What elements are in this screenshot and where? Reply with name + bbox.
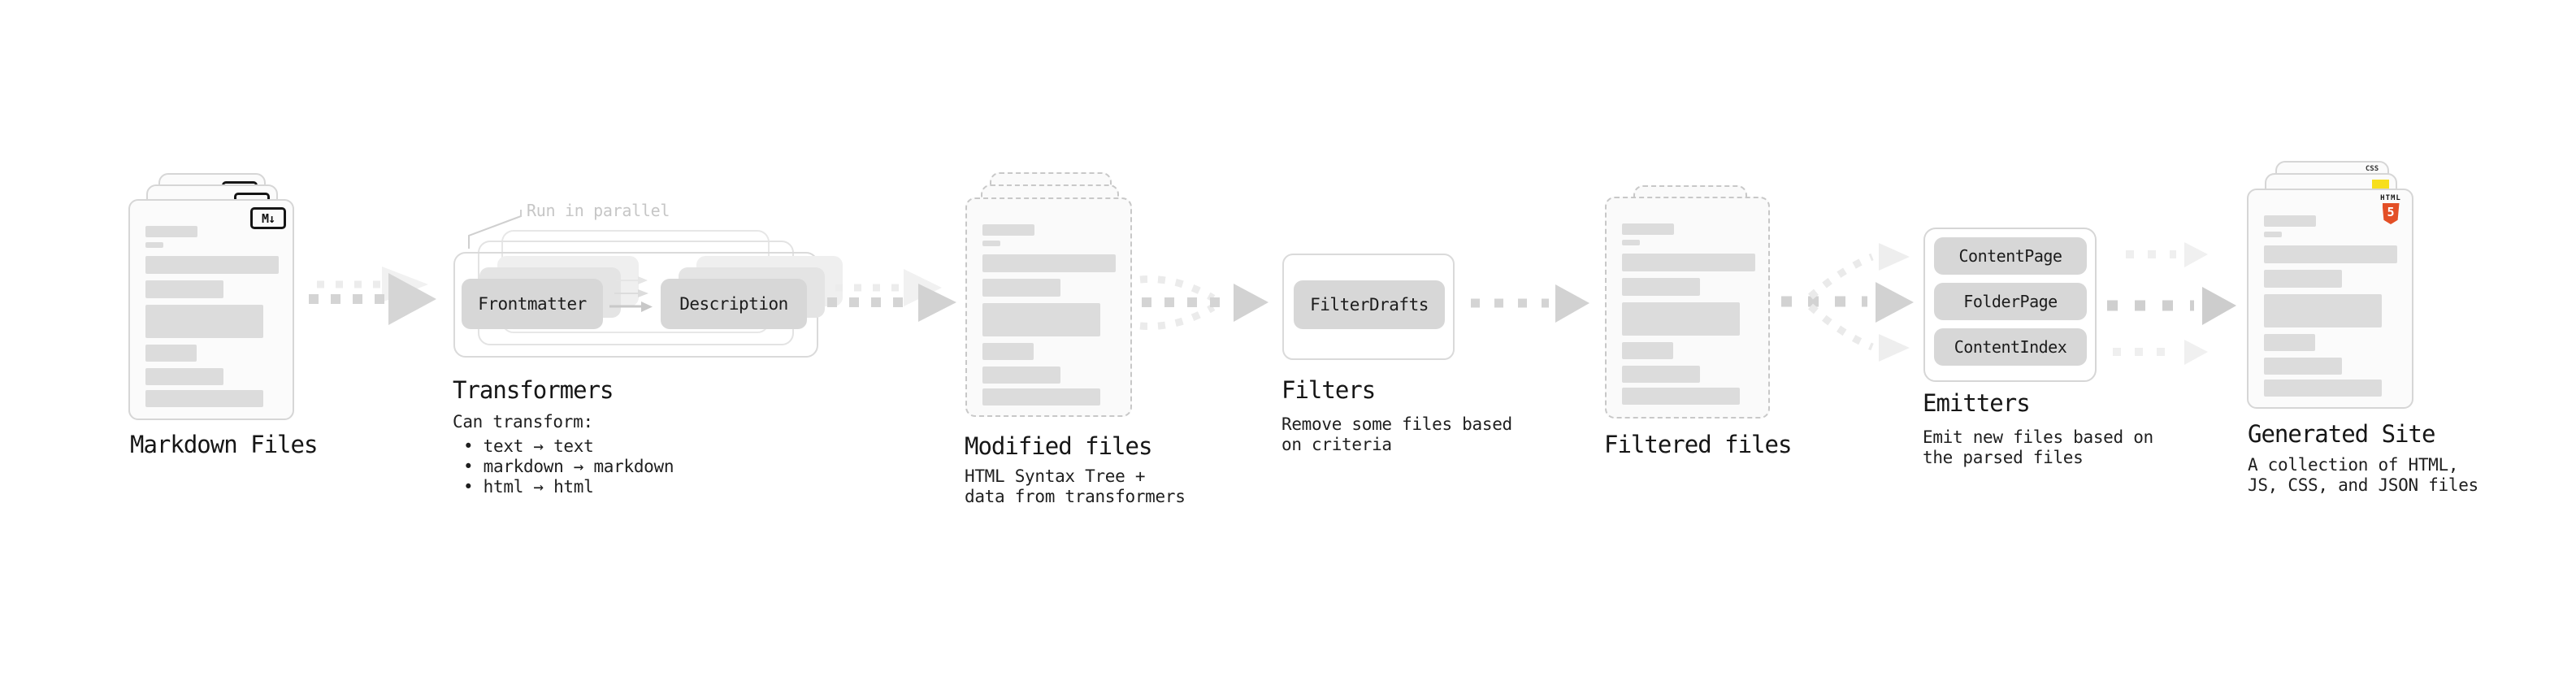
run-in-parallel-note: Run in parallel — [527, 201, 670, 220]
transformer-chip-description: Description — [661, 279, 807, 329]
generated-site-description: A collection of HTML, JS, CSS, and JSON … — [2248, 455, 2478, 495]
markdown-icon: M↓ — [250, 207, 286, 229]
transformer-chip-frontmatter: Frontmatter — [462, 279, 603, 329]
stage-label-generated-site: Generated Site — [2248, 420, 2435, 448]
filters-description: Remove some files based on criteria — [1281, 414, 1512, 454]
arrow-filtered-to-emitters-fanout — [1781, 243, 1914, 362]
javascript-icon — [2372, 180, 2389, 189]
emitter-chip-contentpage: ContentPage — [1934, 237, 2087, 275]
arrow-emitters-to-site-bottom — [2113, 340, 2208, 365]
arrow-markdown-to-transformers — [309, 267, 436, 325]
filter-chip-filterdrafts: FilterDrafts — [1294, 280, 1445, 329]
html5-icon: HTML 5 — [2380, 195, 2401, 224]
stage-label-filters: Filters — [1281, 376, 1376, 404]
text-line-placeholders — [982, 224, 1122, 407]
emitters-description: Emit new files based on the parsed files — [1923, 427, 2153, 467]
arrow-emitters-to-site-top — [2126, 242, 2208, 267]
emitter-chip-folderpage: FolderPage — [1934, 283, 2087, 320]
file-card-front: M↓ — [128, 199, 294, 420]
arrow-transformers-to-modified — [827, 269, 956, 322]
stage-label-filtered-files: Filtered files — [1604, 431, 1792, 458]
arrow-emitters-to-site-middle — [2107, 287, 2236, 325]
dashed-file-card-front — [1605, 197, 1770, 419]
dashed-file-card-front — [965, 197, 1132, 417]
emitter-chip-contentindex: ContentIndex — [1934, 328, 2087, 366]
site-card-html: HTML 5 — [2247, 189, 2413, 409]
transform-bullet: • markdown → markdown — [463, 457, 674, 476]
arrow-modified-to-filters — [1139, 275, 1268, 330]
filters-panel — [1282, 254, 1455, 360]
transform-bullet: • text → text — [463, 436, 594, 456]
text-line-placeholders — [2264, 215, 2404, 399]
transform-bullet: • html → html — [463, 477, 594, 497]
stage-label-transformers: Transformers — [453, 376, 614, 404]
emitters-panel — [1923, 228, 2097, 382]
transformers-description: Can transform: — [453, 412, 593, 432]
modified-files-description: HTML Syntax Tree + data from transformer… — [965, 466, 1186, 506]
stage-label-modified-files: Modified files — [965, 432, 1152, 460]
stage-label-emitters: Emitters — [1923, 389, 2031, 417]
stage-label-markdown-files: Markdown Files — [130, 431, 318, 458]
text-line-placeholders — [1622, 223, 1760, 409]
text-line-placeholders — [145, 226, 284, 410]
arrow-filters-to-filtered — [1471, 284, 1589, 323]
